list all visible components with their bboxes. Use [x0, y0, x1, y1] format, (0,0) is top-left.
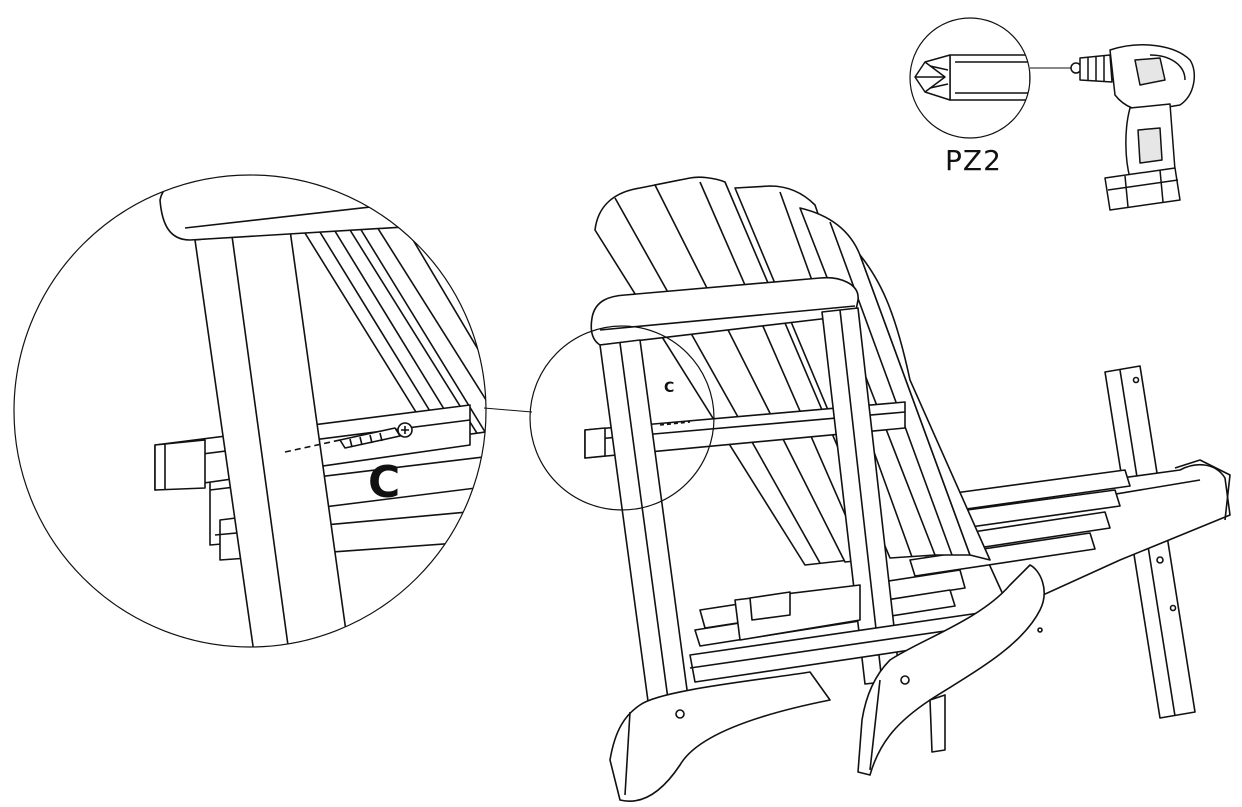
seat-side-middle [857, 564, 1045, 776]
back-top-rail [590, 276, 859, 346]
detail-arm-rest [159, 175, 486, 241]
chair-assembly [584, 176, 1231, 802]
bit-magnifier: PZ2 [909, 17, 1031, 177]
bit-circle-outline [909, 17, 1031, 139]
back-leg-left [599, 339, 691, 717]
detail-circle-outline [13, 174, 487, 648]
small-detail-circle: C [529, 325, 715, 511]
part-label-c-small: C [664, 380, 674, 396]
bit-label: PZ2 [945, 144, 1002, 177]
front-apron [689, 584, 1006, 683]
screw-icon [284, 422, 413, 453]
screwdriver-bit-icon [914, 54, 1030, 101]
detail-magnifier: C [13, 174, 487, 648]
callout-leader-line [483, 407, 533, 413]
part-label-c-large: C [368, 457, 400, 508]
drill-icon [1070, 44, 1196, 211]
seat-side-left [609, 671, 831, 802]
